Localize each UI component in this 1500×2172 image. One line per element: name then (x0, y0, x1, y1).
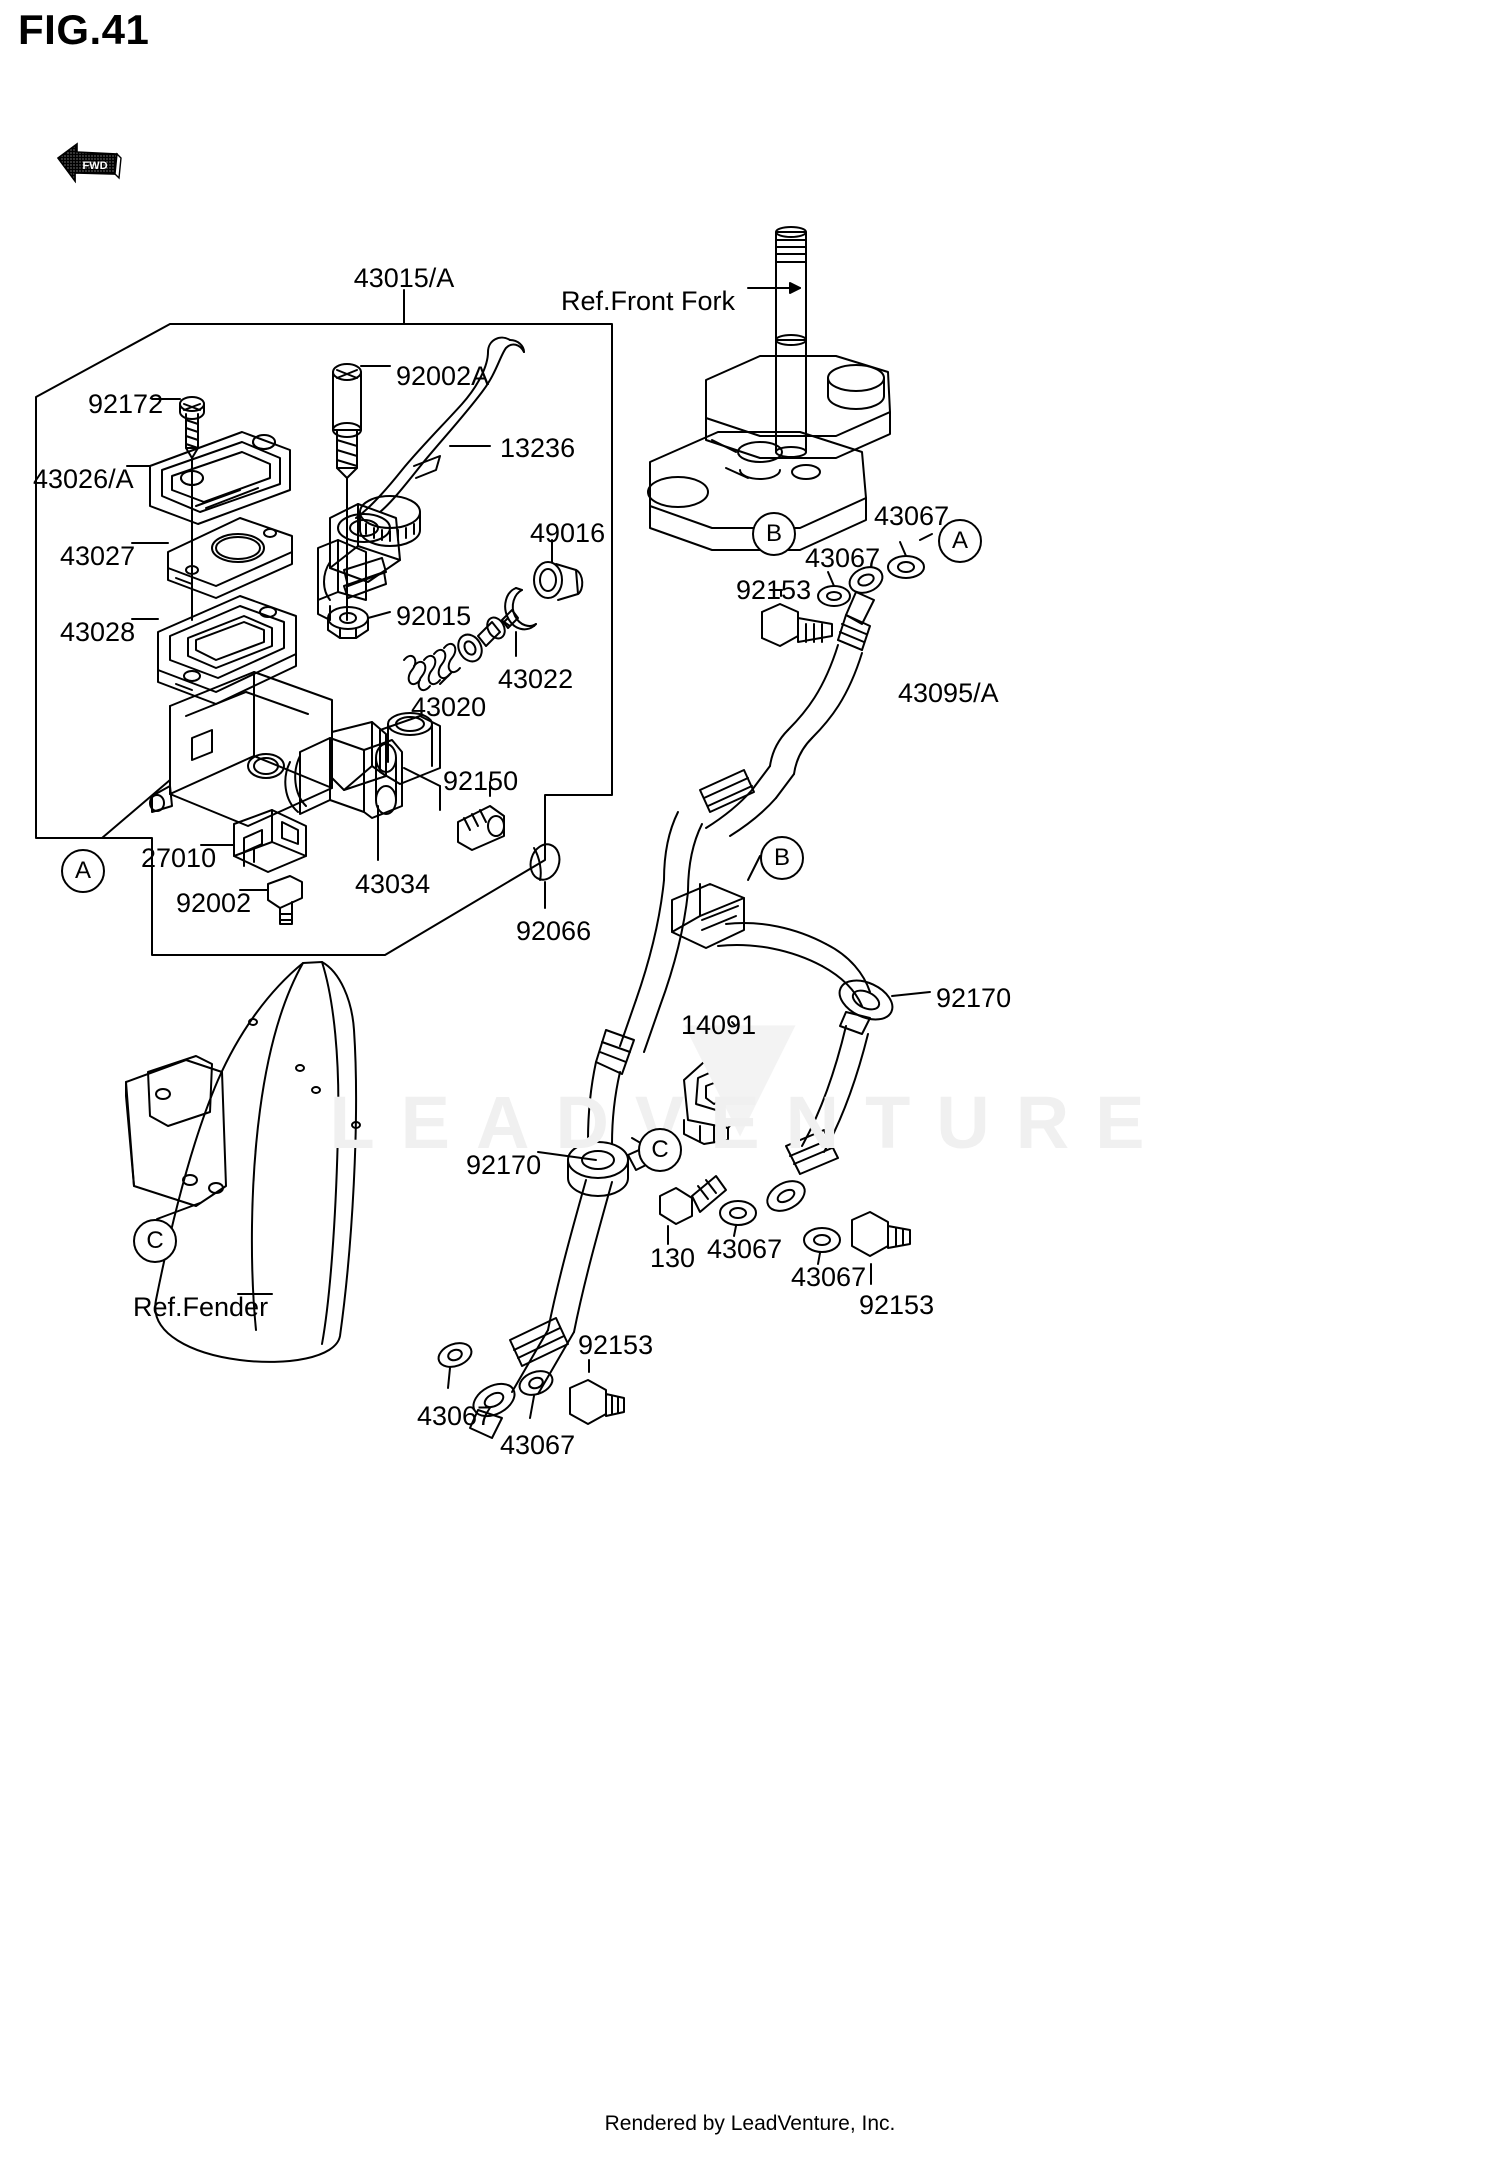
part-number-92150[interactable]: 92150 (443, 766, 519, 796)
part-number-130[interactable]: 130 (650, 1243, 696, 1273)
part-number-92002[interactable]: 92002 (176, 888, 252, 918)
part-number-43067-b[interactable]: 43067 (874, 501, 950, 531)
reference-label-ref-fender[interactable]: Ref.Fender (133, 1292, 269, 1322)
circle-marker-marker-c-hose[interactable]: C (638, 1128, 682, 1172)
part-number-43067-f[interactable]: 43067 (500, 1430, 576, 1460)
circle-marker-marker-a-right[interactable]: A (938, 519, 982, 563)
part-number-14091[interactable]: 14091 (681, 1010, 757, 1040)
part-number-43067-d[interactable]: 43067 (791, 1262, 867, 1292)
part-number-92002A[interactable]: 92002A (396, 361, 490, 391)
part-number-92153-t[interactable]: 92153 (736, 575, 812, 605)
part-number-13236[interactable]: 13236 (500, 433, 576, 463)
part-number-43095A[interactable]: 43095/A (898, 678, 999, 708)
part-number-43026A[interactable]: 43026/A (33, 464, 134, 494)
circle-marker-marker-a-left[interactable]: A (61, 849, 105, 893)
part-number-27010[interactable]: 27010 (141, 843, 217, 873)
part-number-43015A[interactable]: 43015/A (353, 263, 455, 293)
circle-marker-marker-c-fender[interactable]: C (133, 1219, 177, 1263)
part-number-49016[interactable]: 49016 (530, 518, 606, 548)
part-number-92170-l[interactable]: 92170 (466, 1150, 542, 1180)
fwd-arrow-icon: FWD (55, 140, 125, 192)
part-number-43034[interactable]: 43034 (355, 869, 431, 899)
part-number-92015[interactable]: 92015 (396, 601, 472, 631)
part-number-92153-r[interactable]: 92153 (859, 1290, 935, 1320)
part-number-92170-r[interactable]: 92170 (936, 983, 1012, 1013)
circle-marker-marker-b-fork[interactable]: B (752, 512, 796, 556)
figure-title: FIG.41 (18, 6, 150, 53)
part-number-43067-c[interactable]: 43067 (707, 1234, 783, 1264)
part-number-92066[interactable]: 92066 (516, 916, 592, 946)
part-number-43028[interactable]: 43028 (60, 617, 136, 647)
part-number-43067-a[interactable]: 43067 (805, 543, 881, 573)
svg-text:FWD: FWD (82, 160, 107, 172)
part-number-43020[interactable]: 43020 (411, 692, 487, 722)
circle-marker-marker-b-hose[interactable]: B (760, 836, 804, 880)
part-number-92153-b[interactable]: 92153 (578, 1330, 654, 1360)
part-number-43022[interactable]: 43022 (498, 664, 574, 694)
reference-label-ref-front-fork[interactable]: Ref.Front Fork (560, 286, 735, 316)
part-number-92172[interactable]: 92172 (88, 389, 164, 419)
part-number-43067-e[interactable]: 43067 (417, 1401, 493, 1431)
footer-credit: Rendered by LeadVenture, Inc. (604, 2112, 896, 2135)
part-number-43027[interactable]: 43027 (60, 541, 136, 571)
